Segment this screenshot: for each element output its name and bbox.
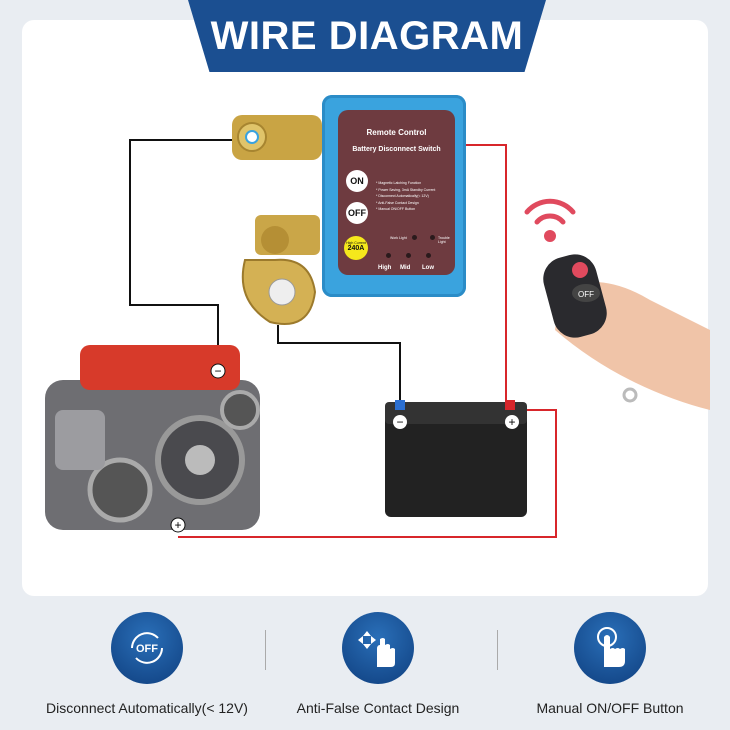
- feature-label: Disconnect Automatically(< 12V): [46, 700, 248, 716]
- feature-disconnect-automatically: OFF Disconnect Automatically(< 12V): [27, 612, 267, 716]
- black-wire-battery: [277, 325, 401, 405]
- level-high-label: High: [378, 265, 392, 271]
- switch-faceplate: Remote Control Battery Disconnect Switch…: [338, 110, 455, 275]
- red-wire-switch: [466, 144, 507, 405]
- header-banner: WIRE DIAGRAM: [188, 0, 546, 72]
- wireless-signal-icon: [524, 198, 576, 225]
- feature-list: * Magnetic Latching Function * Power Sav…: [376, 180, 435, 213]
- hand-holding-remote: [543, 254, 710, 410]
- level-indicator-low: [426, 253, 431, 258]
- black-wire-engine: [129, 139, 240, 370]
- device-subtitle: Battery Disconnect Switch: [352, 146, 441, 153]
- feature-item: * Manual ON/OFF Button: [376, 207, 416, 211]
- anti-false-contact-icon: [342, 612, 414, 684]
- signal-dot: [544, 230, 556, 242]
- engine-plus-label: +: [174, 518, 181, 532]
- feature-item: * Power Saving, 3mA Standby Current: [376, 187, 436, 192]
- work-light-indicator: [412, 235, 417, 240]
- battery-disconnect-switch: Remote Control Battery Disconnect Switch…: [322, 95, 466, 297]
- engine-minus-label: −: [214, 364, 221, 378]
- current-label: High Current: [346, 241, 366, 245]
- level-indicator-mid: [406, 253, 411, 258]
- feature-anti-false-contact: Anti-False Contact Design: [258, 612, 498, 716]
- device-title: Remote Control: [366, 128, 427, 137]
- off-button[interactable]: OFF: [346, 202, 368, 224]
- engine-negative-terminal: [210, 363, 226, 379]
- battery-minus-label: −: [396, 415, 403, 429]
- feature-item: * Anti-False Contact Design: [376, 200, 419, 205]
- on-button[interactable]: ON: [346, 170, 368, 192]
- divider: [497, 630, 498, 670]
- level-mid-label: Mid: [400, 265, 411, 271]
- engine-illustration: [45, 345, 260, 530]
- current-value: 240A: [347, 245, 365, 253]
- battery-plus-label: +: [508, 415, 515, 429]
- divider: [265, 630, 266, 670]
- svg-text:OFF: OFF: [136, 643, 158, 655]
- trouble-light-indicator: [430, 235, 435, 240]
- red-wire-engine: [178, 409, 557, 538]
- battery-terminal-clamp: [232, 115, 322, 325]
- level-low-label: Low: [422, 265, 434, 271]
- feature-item: * Magnetic Latching Function: [376, 181, 422, 185]
- feature-label: Anti-False Contact Design: [296, 700, 460, 716]
- feature-item: * Disconnect Automatically(< 12V): [376, 194, 429, 198]
- feature-manual-button: Manual ON/OFF Button: [490, 612, 730, 716]
- feature-label: Manual ON/OFF Button: [536, 700, 684, 716]
- auto-off-icon: OFF: [111, 612, 183, 684]
- page-title: WIRE DIAGRAM: [210, 13, 524, 58]
- car-battery: [385, 400, 527, 517]
- engine-positive-terminal: [170, 517, 186, 533]
- work-light-label: Work Light: [390, 236, 407, 240]
- trouble-light-label: Trouble Light: [438, 236, 450, 244]
- touch-button-icon: [574, 612, 646, 684]
- remote-off-label: OFF: [578, 290, 594, 299]
- level-indicator-high: [386, 253, 391, 258]
